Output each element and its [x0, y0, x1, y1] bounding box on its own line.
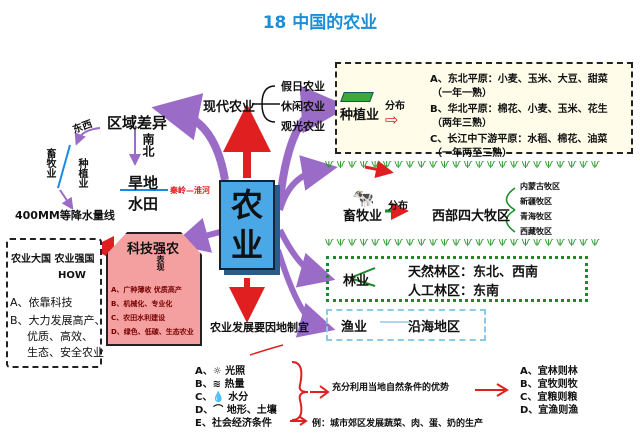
planting-arrow-icon: ⇨: [385, 110, 399, 129]
factor-item: A、☼ 光照: [195, 366, 246, 377]
crop-item: B、华北平原：棉花、小麦、玉米、花生: [430, 104, 608, 115]
modern-item: 假日农业: [281, 80, 325, 93]
planting-side-label: 种植业: [76, 158, 87, 188]
tech-title: 科技强农: [127, 242, 180, 257]
factor-item: C、💧 水分: [195, 392, 249, 403]
dryland-label: 旱地: [128, 174, 159, 192]
factor-item: E、社会经济条件: [195, 418, 272, 429]
example-label: 例：城市郊区发展蔬菜、肉、蛋、奶的生产: [312, 419, 484, 429]
natural-forest: 天然林区：东北、西南: [408, 265, 539, 280]
result-item: A、宜林则林: [520, 366, 578, 377]
qinling-huaihe-label: 秦岭—淮河: [170, 186, 210, 195]
factor-item: B、≋ 热量: [195, 379, 245, 390]
factor-item: D、⌒ 地形、土壤: [195, 405, 277, 416]
crop-item: C、长江中下游平原：水稻、棉花、油菜: [430, 134, 608, 145]
crop-item: （一年两至三熟）: [432, 148, 512, 159]
forestry-title: 林业: [343, 274, 370, 289]
tech-item: C、农田水利建设: [111, 314, 166, 322]
page-title: 18 中国的农业: [262, 13, 378, 33]
strong-nation-box: [6, 238, 102, 368]
tech-item: B、机械化、专业化: [111, 300, 173, 308]
how-label: HOW: [58, 270, 86, 281]
planted-forest: 人工林区：东南: [408, 284, 500, 299]
livestock-side-label: 畜牧业: [44, 148, 55, 178]
paddy-label: 水田: [128, 195, 159, 213]
isohyet-label: 400MM等降水量线: [15, 209, 115, 222]
forestry-box: [326, 256, 588, 302]
livestock-title: 畜牧业: [343, 209, 383, 224]
strong-b3: 生态、安全农业: [27, 346, 104, 359]
crop-item: （两年三熟）: [432, 118, 492, 129]
result-item: C、宜粮则粮: [520, 392, 578, 403]
fishery-target: 沿海地区: [408, 320, 461, 335]
fishery-title: 渔业: [341, 320, 368, 335]
cow-icon: 🐄: [352, 188, 375, 209]
modern-agri-title: 现代农业: [203, 100, 256, 115]
pasture-item: 青海牧区: [520, 212, 552, 221]
planting-dist-label: 分布: [385, 101, 405, 112]
pasture-item: 西藏牧区: [520, 227, 552, 236]
crop-item: （一年一熟）: [432, 88, 492, 99]
tech-show-label: 表现: [156, 255, 165, 271]
advantage-label: 充分利用当地自然条件的优势: [332, 383, 450, 393]
core-char: 农: [230, 186, 263, 224]
result-item: B、宜牧则牧: [520, 379, 578, 390]
pasture-item: 新疆牧区: [520, 197, 552, 206]
result-item: D、宜渔则渔: [520, 405, 579, 416]
tech-box: [106, 232, 202, 346]
modern-item: 观光农业: [281, 120, 325, 133]
planting-box: [335, 62, 633, 154]
grass-border-icon: ѰѰѰѰѰѰѰѰѰѰѰѰѰѰѰѰѰѰѰѰѰѰѰѰ: [325, 238, 603, 249]
tech-item: A、广种薄收 优质高产: [111, 286, 182, 294]
grass-border-icon: ѰѰѰѰѰѰѰѰѰѰѰѰѰѰѰѰѰѰѰѰѰѰѰѰ: [325, 160, 603, 171]
agriculture-core-box: 农业: [219, 180, 275, 270]
strong-a: A、依靠科技: [10, 296, 73, 309]
strong-b2: 优质、高效、: [27, 330, 93, 343]
strong-heading: 农业大国 农业强国: [11, 254, 95, 265]
livestock-dist-label: 分布: [388, 201, 408, 212]
pasture-item: 内蒙古牧区: [520, 182, 560, 191]
planting-title: 种植业: [340, 108, 380, 123]
tech-item: D、绿色、低碳、生态农业: [111, 328, 194, 336]
adapt-title: 农业发展要因地制宜: [210, 321, 309, 334]
core-char: 业: [230, 226, 263, 264]
region-diff-title: 区域差异: [107, 114, 168, 132]
livestock-target: 西部四大牧区: [432, 209, 511, 224]
strong-b1: B、大力发展高产、: [10, 314, 106, 327]
modern-item: 休闲农业: [281, 100, 325, 113]
south-north-label: 南北: [141, 133, 155, 157]
field-icon: [340, 92, 374, 102]
fishery-box: [326, 309, 486, 341]
crop-item: A、东北平原：小麦、玉米、大豆、甜菜: [430, 74, 608, 85]
